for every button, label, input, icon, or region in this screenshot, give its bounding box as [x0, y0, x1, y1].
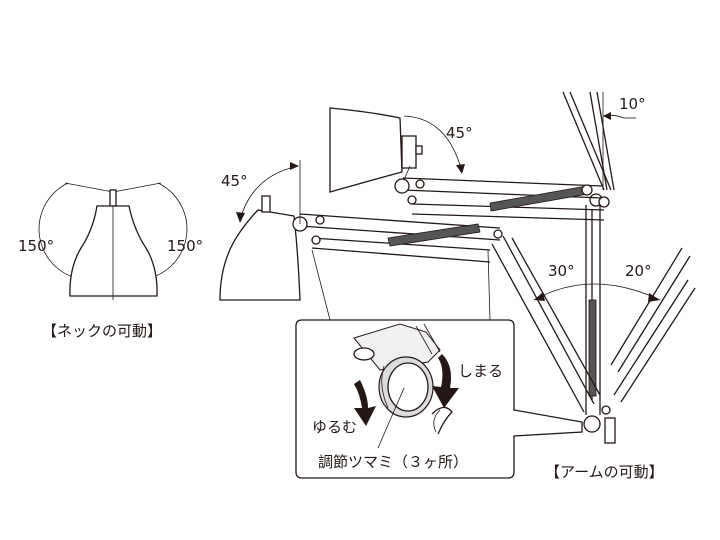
loosen-label: ゆるむ [312, 418, 357, 436]
lower-shade: 45° [219, 160, 308, 301]
tighten-arrow-icon [432, 354, 459, 408]
arm-movement-figure: 45° 45° 10° 30° 20° 【アームの可動】 [219, 91, 696, 481]
upper-arm [402, 177, 610, 221]
arm-angle-top-label: 10° [619, 95, 646, 113]
neck-movement-figure: 150° 150° 【ネックの可動】 [18, 182, 203, 340]
tighten-label: しまる [458, 362, 503, 380]
upper-shade-angle-label: 45° [446, 124, 473, 142]
lower-arm [299, 213, 601, 413]
neck-angle-right-label: 150° [167, 237, 203, 255]
neck-caption: 【ネックの可動】 [42, 322, 162, 340]
knob-label: 調節ツマミ（３ヶ所） [318, 453, 468, 471]
knob-mechanism [353, 323, 453, 435]
upper-shade: 45° [329, 107, 473, 194]
lower-shade-angle-label: 45° [221, 172, 248, 190]
arm-caption: 【アームの可動】 [545, 463, 664, 481]
knob-detail-callout: しまる ゆるむ 調節ツマミ（３ヶ所） [295, 249, 583, 479]
arm-angle-left-label: 30° [548, 262, 575, 280]
loosen-arrow-icon [354, 380, 376, 426]
tilt-guides [533, 91, 696, 403]
vertical-arm [583, 193, 616, 444]
arm-angle-right-label: 20° [625, 262, 652, 280]
neck-angle-left-label: 150° [18, 237, 54, 255]
